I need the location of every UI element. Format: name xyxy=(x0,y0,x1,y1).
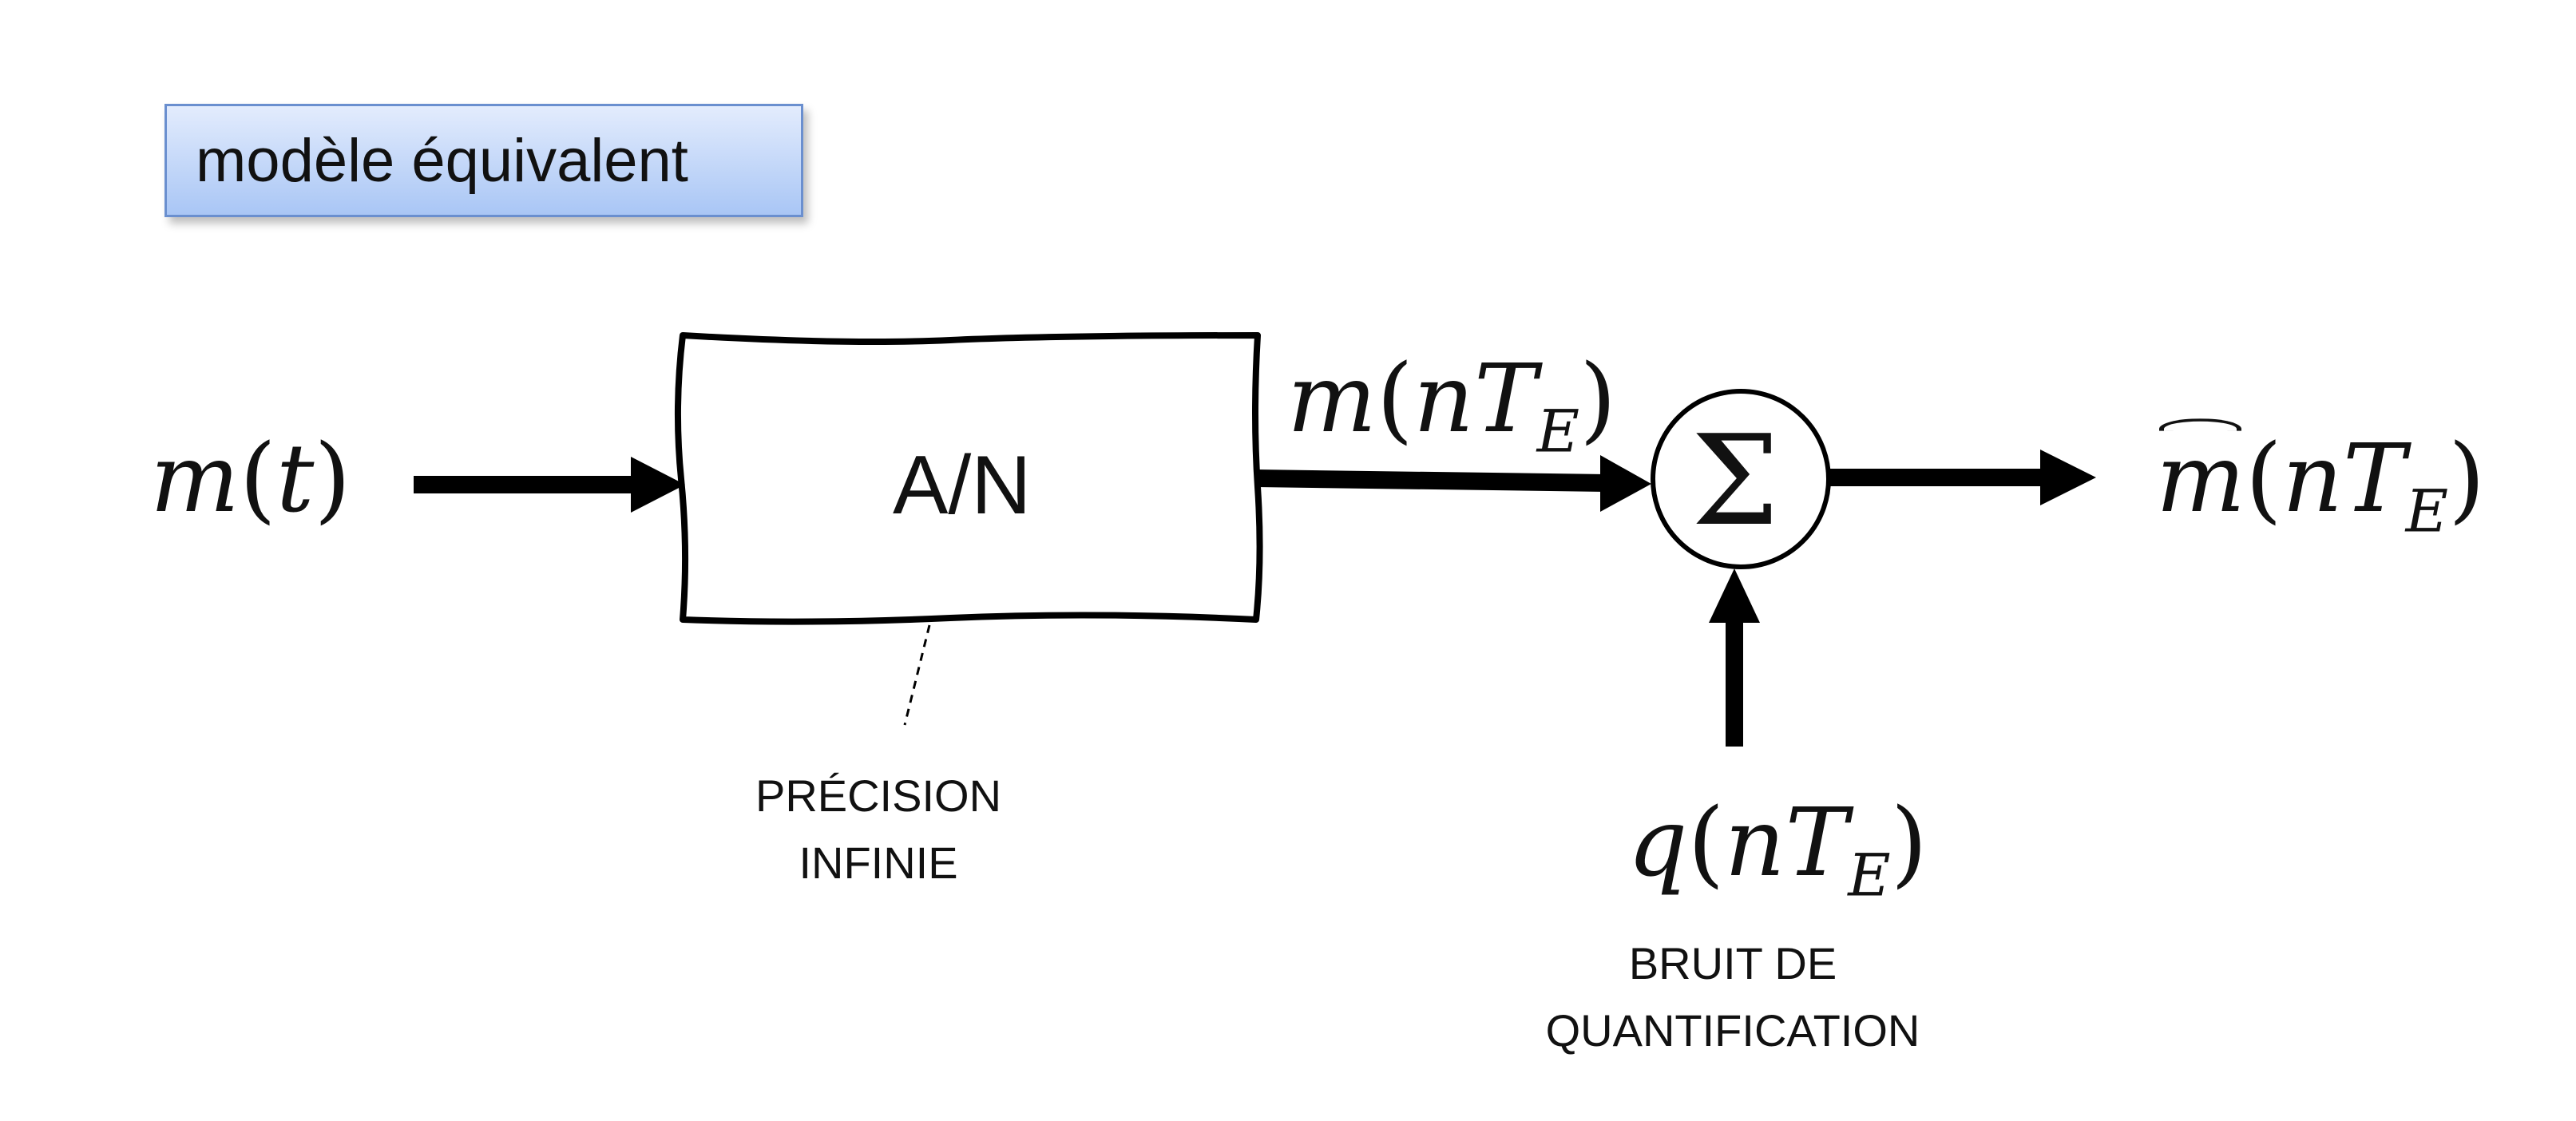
output-signal-label: m(nTE) xyxy=(2156,423,2486,546)
precision-note: PRÉCISION INFINIE xyxy=(719,763,1038,897)
noise-signal-arg: nT xyxy=(1724,787,1849,897)
an-block-label: A/N xyxy=(893,439,1032,532)
sampled-arrow-shaft xyxy=(1255,469,1607,492)
noise-note: BRUIT DE QUANTIFICATION xyxy=(1533,930,1932,1064)
input-arrowhead xyxy=(631,457,685,513)
noise-arrowhead xyxy=(1709,568,1760,623)
output-signal-arg: nT xyxy=(2281,423,2406,533)
output-arrowhead xyxy=(2040,450,2096,505)
sampled-signal-label: m(nTE) xyxy=(1287,343,1617,466)
input-signal-arg: t xyxy=(275,423,315,533)
output-signal-name: m xyxy=(2156,423,2245,533)
precision-note-line2: INFINIE xyxy=(799,838,958,888)
sampled-signal-name: m xyxy=(1287,343,1377,454)
noise-signal-label: q(nTE) xyxy=(1627,787,1928,910)
title-box: modèle équivalent xyxy=(164,104,803,217)
input-signal-name: m xyxy=(150,423,240,533)
sampled-signal-arg: nT xyxy=(1413,343,1537,454)
noise-signal-sub: E xyxy=(1848,842,1891,910)
precision-leader xyxy=(903,624,931,726)
noise-signal-name: q xyxy=(1627,787,1688,897)
summer-symbol: Σ xyxy=(1691,408,1780,553)
input-signal-label: m(t) xyxy=(150,423,351,533)
noise-note-line2: QUANTIFICATION xyxy=(1545,1005,1920,1056)
output-signal-sub: E xyxy=(2405,477,2449,546)
title-text: modèle équivalent xyxy=(196,126,688,195)
noise-note-line1: BRUIT DE xyxy=(1628,938,1837,988)
precision-note-line1: PRÉCISION xyxy=(755,770,1002,821)
sampled-arrowhead xyxy=(1600,455,1651,512)
sampled-signal-sub: E xyxy=(1536,398,1580,466)
an-block xyxy=(674,332,1263,625)
